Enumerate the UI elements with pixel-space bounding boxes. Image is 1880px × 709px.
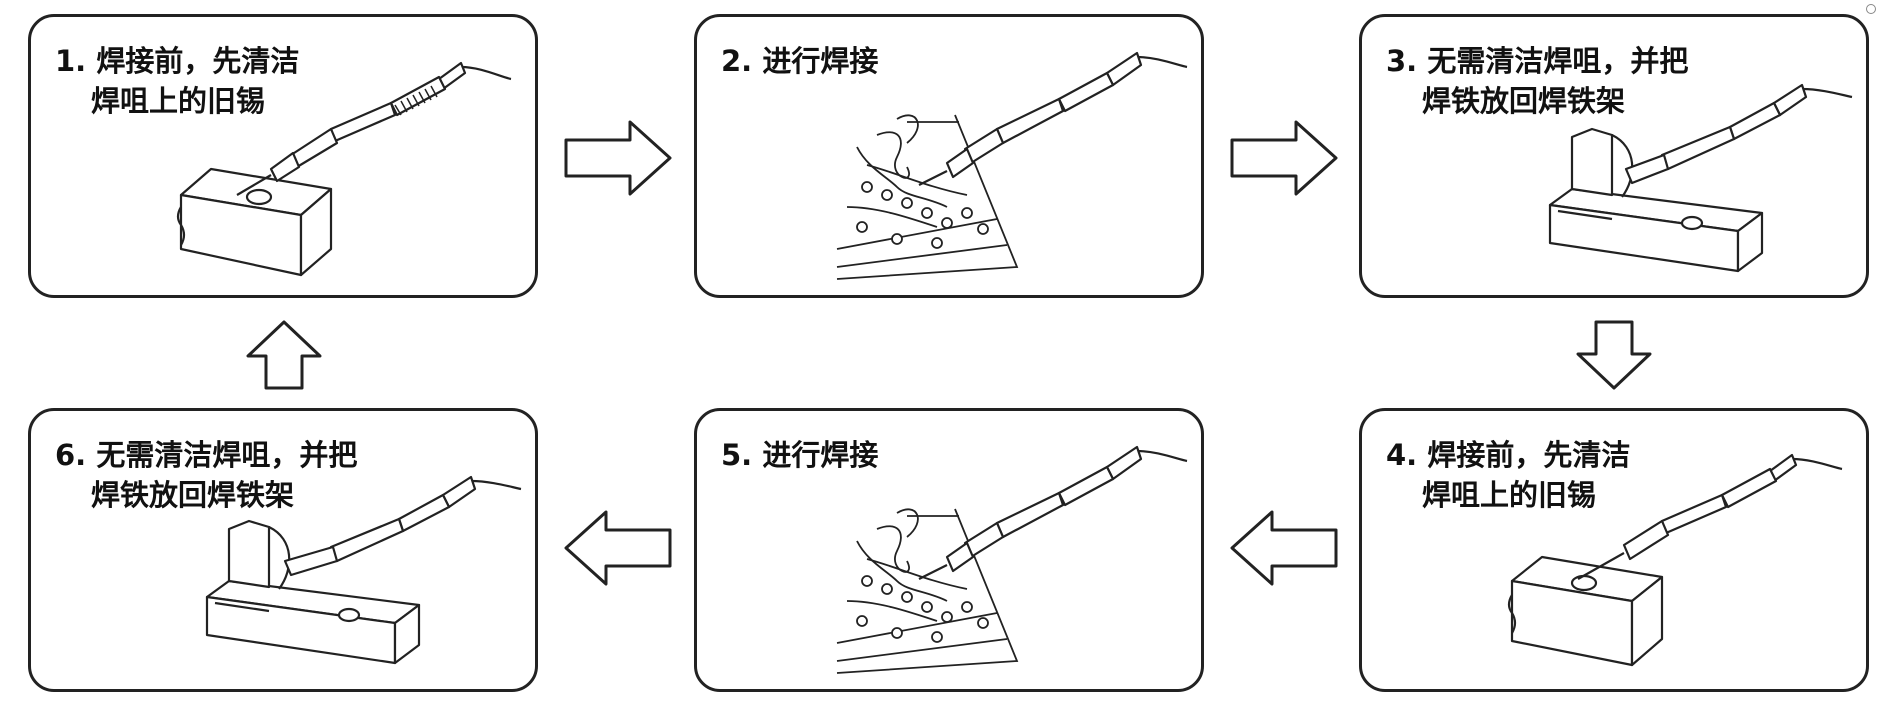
corner-mark xyxy=(1866,4,1876,14)
arrow-right-icon xyxy=(562,118,674,198)
step-panel-4: 4. 焊接前，先清洁 焊咀上的旧锡 xyxy=(1359,408,1869,692)
step-panel-2: 2. 进行焊接 xyxy=(694,14,1204,298)
arrow-left-icon xyxy=(562,508,674,588)
soldering-board-illustration xyxy=(697,17,1201,295)
iron-stand-illustration xyxy=(1362,17,1866,295)
cleaning-sponge-illustration xyxy=(1362,411,1866,689)
soldering-board-illustration xyxy=(697,411,1201,689)
step-panel-6: 6. 无需清洁焊咀，并把 焊铁放回焊铁架 xyxy=(28,408,538,692)
step-panel-3: 3. 无需清洁焊咀，并把 焊铁放回焊铁架 xyxy=(1359,14,1869,298)
arrow-up-icon xyxy=(244,318,324,392)
arrow-right-icon xyxy=(1228,118,1340,198)
arrow-down-icon xyxy=(1574,318,1654,392)
step-panel-5: 5. 进行焊接 xyxy=(694,408,1204,692)
arrow-left-icon xyxy=(1228,508,1340,588)
cleaning-sponge-illustration xyxy=(31,17,535,295)
iron-stand-illustration xyxy=(31,411,535,689)
step-panel-1: 1. 焊接前，先清洁 焊咀上的旧锡 xyxy=(28,14,538,298)
